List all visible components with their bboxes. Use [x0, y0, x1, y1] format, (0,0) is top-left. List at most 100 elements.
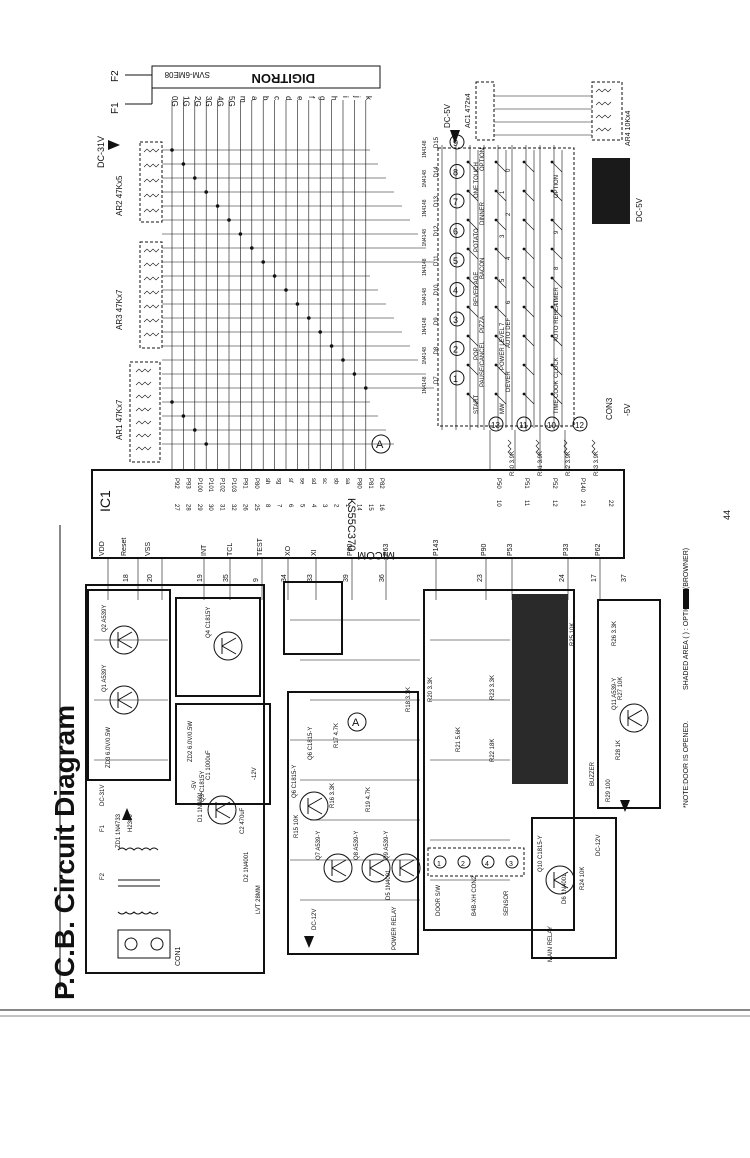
- resistor-element: [143, 290, 160, 295]
- component-label: Q6 C1815-Y: [308, 727, 314, 760]
- key-switch: [551, 248, 563, 260]
- minus5-label: -5V: [623, 403, 632, 416]
- key-switch: [523, 161, 535, 173]
- ic-pin-number: 12: [551, 500, 557, 507]
- key-resistor-label: R32 3.9K: [566, 451, 572, 476]
- component-label: R29 100: [606, 779, 612, 802]
- con3-pin: 12: [572, 416, 588, 432]
- key-switch: [495, 364, 507, 376]
- page-number: 44: [722, 510, 732, 520]
- key-function-label: 6: [506, 300, 512, 304]
- ic-pin-label: XO: [285, 545, 292, 556]
- key-switch: [495, 393, 507, 405]
- junction: [341, 358, 345, 362]
- key-switch: [551, 277, 563, 289]
- ic-pin-number: 17: [591, 574, 598, 582]
- transistor: Q2 A539Y: [102, 605, 139, 655]
- con3-pin: 13: [488, 416, 504, 432]
- component-label: C2 470uF: [240, 807, 246, 834]
- component-label: H2300: [128, 814, 134, 832]
- con1-label: CON1: [175, 946, 182, 966]
- diode-part: 1N4148: [422, 170, 428, 188]
- ic-pin-number: 21: [579, 500, 585, 507]
- key-switch: [523, 335, 535, 347]
- transistor-label: Q2 A539Y: [102, 605, 108, 632]
- diode-label: D12: [434, 225, 440, 237]
- ic-pin-number: 10: [495, 500, 501, 507]
- key-function-label: POTATO: [474, 228, 480, 252]
- ic-pin-label: P140: [579, 478, 585, 493]
- resistor-element: [143, 193, 160, 198]
- note-door: *NOTE:DOOR IS OPENED.: [683, 721, 690, 808]
- key-switch: [467, 364, 479, 376]
- ic-pin-label: sc: [321, 478, 327, 484]
- key-function-label: DINNER: [480, 201, 486, 225]
- key-row-number: 3: [453, 315, 458, 325]
- key-row-number: 9: [453, 138, 458, 148]
- key-function-label: BACON: [480, 258, 486, 279]
- key-switch: [523, 219, 535, 231]
- key-row-connector: 2: [449, 341, 465, 356]
- key-switch: [551, 335, 563, 347]
- capacitor-array-ac1: AC1 472x4: [465, 81, 495, 141]
- ic-pin-label: Reset: [121, 538, 128, 556]
- ic-pin-label: P52: [551, 478, 557, 489]
- regulator-block: [175, 703, 271, 805]
- resistor-array-ar1: AR1 47Kx7: [115, 361, 161, 463]
- key-switch: [467, 190, 479, 202]
- con2-pin-number: 3: [509, 861, 513, 868]
- ic-pin-number: 26: [241, 504, 247, 511]
- ic-pin-number: 39: [343, 574, 350, 582]
- component-label: R19 4.7K: [366, 787, 372, 812]
- ic1-part: KS55C370: [345, 498, 357, 551]
- key-switch: [467, 219, 479, 231]
- key-switch: [495, 277, 507, 289]
- marker-a-bottom-label: A: [352, 717, 360, 729]
- transistor-label: Q4 C1815Y: [206, 607, 212, 638]
- key-row-number: 5: [453, 256, 458, 266]
- display-grid-pin: 5G: [227, 96, 236, 107]
- component-label: POWER RELAY: [392, 906, 398, 950]
- key-switch: [467, 393, 479, 405]
- key-function-label: CLOCK: [554, 357, 560, 378]
- resistor-array-ar2: AR2 47Kx5: [115, 141, 163, 223]
- component-label: R17 4.7K: [334, 723, 340, 748]
- transistor: Q3 C1815Y: [200, 771, 237, 825]
- resistor-array-ar3: AR3 47Kx7: [115, 241, 163, 349]
- component-label: R24 10K: [580, 867, 586, 890]
- dc5-top-label: DC-5V: [443, 103, 452, 128]
- key-switch: [467, 335, 479, 347]
- ic-pin-label: P90: [481, 543, 488, 556]
- transistor: Q6 C1815-Y: [292, 765, 329, 821]
- component-label: R21 5.6K: [456, 727, 462, 752]
- display-grid-pin: 0G: [170, 96, 179, 107]
- sensor-block: [423, 589, 575, 931]
- ic-pin-number: 3: [321, 504, 327, 508]
- transistor-label: Q7 A539-Y: [316, 831, 322, 860]
- key-switch: [467, 306, 479, 318]
- diode-label: D9: [434, 317, 440, 325]
- ic-pin-number: 4: [310, 504, 316, 508]
- key-matrix: 123456789D71N4148D81N4148D91N4148D101N41…: [422, 134, 632, 476]
- ic-pin-number: 34: [281, 574, 288, 582]
- transistor-label: Q6 C1815-Y: [292, 765, 298, 798]
- component-label: DC-31V: [100, 785, 106, 806]
- ic-pin-label: P80: [253, 478, 259, 489]
- transistor-label: Q8 A539-Y: [354, 831, 360, 860]
- component-label: DOOR S/W: [436, 885, 442, 916]
- component-label: D6 1N4001: [562, 873, 568, 904]
- ic-pin-label: P91: [241, 478, 247, 489]
- junction: [170, 400, 174, 404]
- con2-pin: 1: [433, 855, 447, 869]
- key-function-label: 3: [500, 234, 506, 238]
- key-function-label: POWER LEVEL: [500, 326, 506, 370]
- diode-part: 1N4148: [422, 199, 428, 217]
- key-function-label: MW: [500, 403, 506, 414]
- junction: [204, 442, 208, 446]
- ar3-label: AR3 47Kx7: [115, 289, 124, 330]
- key-switch: [551, 219, 563, 231]
- ic-pin-label: P53: [507, 543, 514, 556]
- component-label: BUZZER: [590, 761, 596, 786]
